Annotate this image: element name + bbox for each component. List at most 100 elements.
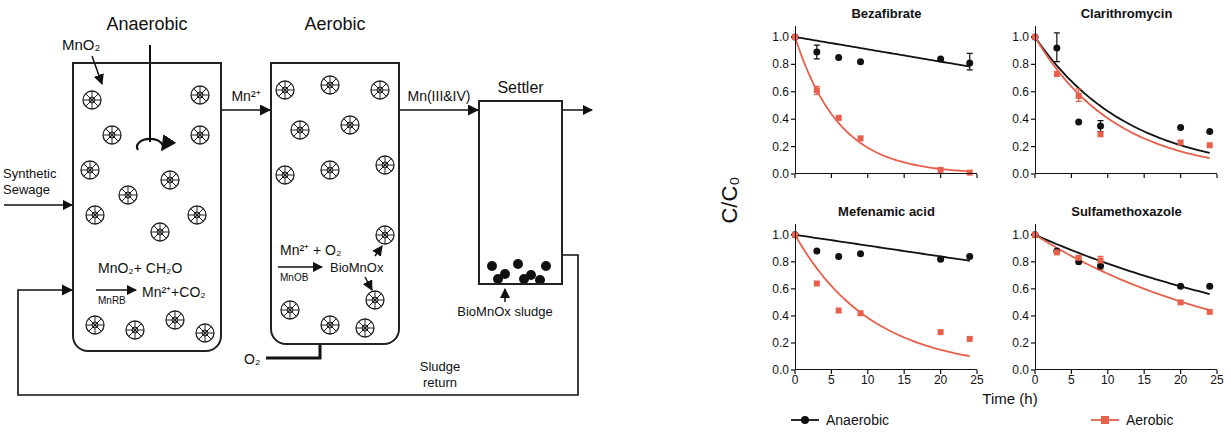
carrier-outline bbox=[166, 311, 184, 329]
sludge-floc bbox=[493, 274, 503, 284]
tick-label: 0.2 bbox=[1012, 336, 1029, 350]
dosing-arrow bbox=[92, 56, 102, 84]
legend-sample bbox=[1090, 413, 1120, 427]
tick-label: 0.6 bbox=[1012, 282, 1029, 296]
carrier-spoke bbox=[294, 124, 307, 137]
input-label: MnO₂ bbox=[62, 36, 100, 54]
carrier-outline bbox=[321, 316, 339, 334]
biofilm-carrier bbox=[371, 81, 389, 99]
node-heading: Settler bbox=[497, 78, 543, 97]
data-point bbox=[1053, 44, 1060, 51]
tick-label: 0.4 bbox=[772, 309, 789, 323]
biofilm-carrier bbox=[166, 311, 184, 329]
tick-label: 1.0 bbox=[1012, 228, 1029, 242]
data-point bbox=[858, 135, 864, 141]
input-label: Synthetic Sewage bbox=[3, 166, 69, 197]
data-point bbox=[1075, 118, 1082, 125]
fit-curve bbox=[1035, 235, 1210, 310]
data-point bbox=[1207, 309, 1213, 315]
data-point bbox=[813, 248, 820, 255]
biofilm-carrier bbox=[276, 81, 294, 99]
tick-label: 0.4 bbox=[1012, 309, 1029, 323]
edge-label: Sludge return bbox=[410, 359, 470, 390]
carrier-spoke bbox=[324, 319, 337, 332]
pointer-arrow bbox=[375, 246, 382, 256]
carrier-outline bbox=[341, 116, 359, 134]
reaction-arrow bbox=[96, 289, 136, 291]
axis-title: C/C₀ bbox=[717, 176, 743, 223]
node-heading: Mefenamic acid bbox=[838, 204, 935, 220]
biofilm-carrier bbox=[83, 91, 101, 109]
carrier-spoke bbox=[129, 324, 142, 337]
tick-label: 0.6 bbox=[1012, 85, 1029, 99]
data-point bbox=[967, 170, 973, 176]
flow-connector bbox=[222, 109, 270, 111]
carrier-spoke bbox=[86, 94, 99, 107]
biofilm-carrier bbox=[161, 171, 179, 189]
carrier-spoke bbox=[324, 79, 337, 92]
sludge-floc bbox=[519, 274, 529, 284]
chart-panel: Bezafibrate bbox=[795, 26, 977, 174]
tick-label: 0.2 bbox=[772, 139, 789, 153]
tick-label: 5 bbox=[828, 373, 835, 387]
data-point bbox=[938, 167, 944, 173]
biofilm-carrier bbox=[321, 316, 339, 334]
carrier-spoke bbox=[122, 189, 135, 202]
data-point bbox=[938, 329, 944, 335]
biofilm-carrier bbox=[103, 126, 121, 144]
biofilm-carrier bbox=[188, 206, 206, 224]
chart-panel: Mefenamic acid bbox=[795, 224, 977, 370]
carrier-spoke bbox=[279, 169, 292, 182]
plot bbox=[1031, 231, 1217, 374]
carrier-spoke bbox=[194, 129, 207, 142]
error-bar bbox=[1098, 121, 1104, 132]
data-point bbox=[937, 55, 944, 62]
data-point bbox=[1177, 124, 1184, 131]
carrier-spoke bbox=[379, 229, 392, 242]
carrier-outline bbox=[276, 166, 294, 184]
data-point bbox=[835, 253, 842, 260]
biofilm-carrier bbox=[321, 161, 339, 179]
carrier-spoke bbox=[359, 322, 372, 335]
reaction-arrow bbox=[278, 266, 322, 268]
carrier-outline bbox=[356, 319, 374, 337]
carrier-spoke bbox=[284, 304, 297, 317]
biofilm-carrier bbox=[366, 291, 384, 309]
x-tick bbox=[1071, 174, 1072, 178]
tick-label: 15 bbox=[898, 373, 911, 387]
carrier-spoke bbox=[106, 129, 119, 142]
data-point bbox=[1076, 93, 1082, 99]
effluent-arrow bbox=[563, 109, 592, 111]
carrier-outline bbox=[376, 226, 394, 244]
plot bbox=[791, 231, 977, 374]
data-point bbox=[835, 54, 842, 61]
tick-label: 1.0 bbox=[772, 228, 789, 242]
data-point bbox=[1098, 131, 1104, 137]
aerobic-tank: AerobicMn²⁺ + O₂MnOBBioMnOx bbox=[270, 62, 400, 345]
x-tick bbox=[976, 174, 977, 178]
tick-label: 0.4 bbox=[772, 112, 789, 126]
chart-panel: Clarithromycin bbox=[1035, 26, 1217, 174]
biofilm-carrier bbox=[81, 161, 99, 179]
tick-label: 0 bbox=[792, 373, 799, 387]
x-tick bbox=[867, 174, 868, 178]
tick-label: 0.0 bbox=[1012, 167, 1029, 181]
node-heading: Sulfamethoxazole bbox=[1071, 204, 1182, 220]
node-text: MnRB bbox=[98, 295, 126, 307]
carrier-spoke bbox=[379, 159, 392, 172]
biofilm-carrier bbox=[341, 116, 359, 134]
node-text: BioMnOx bbox=[330, 260, 383, 276]
tick-label: 20 bbox=[934, 373, 947, 387]
carrier-spoke bbox=[279, 84, 292, 97]
error-bar bbox=[967, 53, 973, 69]
legend-entry: Anaerobic bbox=[790, 412, 889, 428]
flow-connector bbox=[18, 255, 578, 395]
data-point bbox=[967, 336, 973, 342]
plot bbox=[791, 33, 977, 178]
biofilm-carrier bbox=[151, 223, 169, 241]
data-point bbox=[966, 253, 973, 260]
data-point bbox=[1076, 255, 1082, 261]
axis-title: Time (h) bbox=[982, 390, 1037, 408]
node-text: Mn²⁺+CO₂ bbox=[142, 284, 206, 301]
